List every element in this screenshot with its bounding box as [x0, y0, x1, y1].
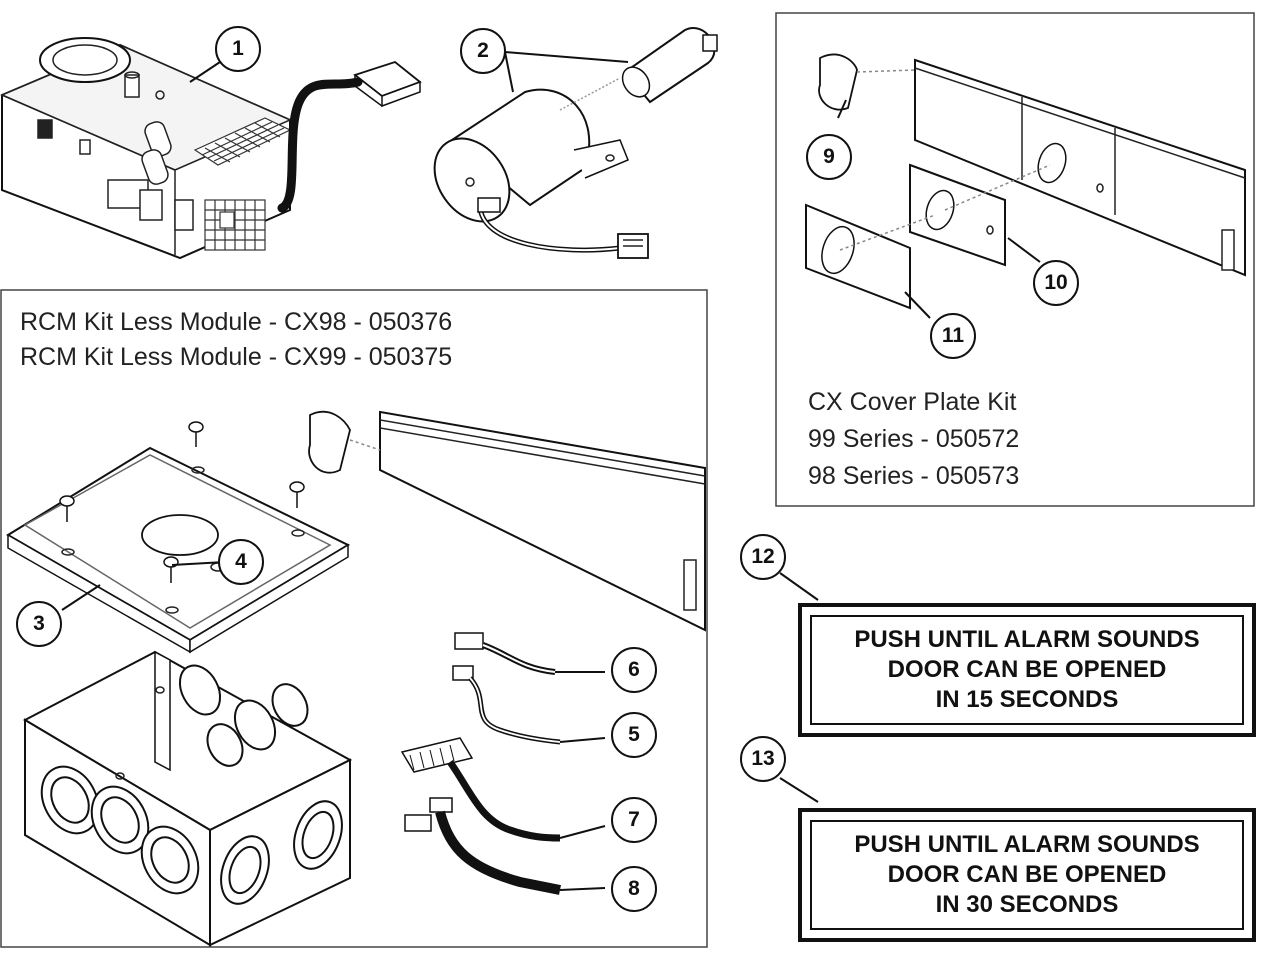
motor-part	[433, 27, 718, 259]
cover-strip-part	[308, 410, 706, 632]
callout-10: 10	[1033, 260, 1079, 306]
callout-12: 12	[740, 534, 786, 580]
cover-kit-line-1: 99 Series - 050572	[808, 425, 1020, 453]
callout-1: 1	[215, 26, 261, 72]
callout-8: 8	[611, 866, 657, 912]
alarm-label-30-line-2: DOOR CAN BE OPENED	[887, 861, 1167, 888]
cover-kit-title: CX Cover Plate Kit	[808, 388, 1017, 416]
label-leaders	[779, 572, 819, 803]
callout-6: 6	[611, 647, 657, 693]
wire-harness-parts	[400, 632, 606, 895]
rcm-kit-line-2: RCM Kit Less Module - CX99 - 050375	[20, 343, 453, 371]
alarm-label-15: PUSH UNTIL ALARM SOUNDS DOOR CAN BE OPEN…	[798, 603, 1256, 737]
callout-13: 13	[740, 736, 786, 782]
callout-5: 5	[611, 712, 657, 758]
alarm-label-15-line-3: IN 15 SECONDS	[935, 686, 1119, 713]
alarm-label-30: PUSH UNTIL ALARM SOUNDS DOOR CAN BE OPEN…	[798, 808, 1256, 942]
alarm-label-15-line-2: DOOR CAN BE OPENED	[887, 656, 1167, 683]
electrical-box-part	[22, 650, 353, 947]
callout-9: 9	[806, 134, 852, 180]
alarm-label-15-line-1: PUSH UNTIL ALARM SOUNDS	[854, 626, 1200, 653]
alarm-label-30-line-3: IN 30 SECONDS	[935, 891, 1119, 918]
cover-plate-kit-frame	[775, 12, 1255, 507]
callout-2: 2	[460, 28, 506, 74]
cover-kit-line-2: 98 Series - 050573	[808, 462, 1020, 490]
rcm-kit-line-1: RCM Kit Less Module - CX98 - 050376	[20, 308, 453, 336]
callout-4: 4	[218, 539, 264, 585]
alarm-label-15-inner: PUSH UNTIL ALARM SOUNDS DOOR CAN BE OPEN…	[810, 615, 1244, 725]
callout-11: 11	[930, 313, 976, 359]
mounting-plate-part	[6, 421, 351, 654]
alarm-label-30-inner: PUSH UNTIL ALARM SOUNDS DOOR CAN BE OPEN…	[810, 820, 1244, 930]
alarm-label-30-line-1: PUSH UNTIL ALARM SOUNDS	[854, 831, 1200, 858]
callout-3: 3	[16, 601, 62, 647]
cover-plate-kit-parts	[805, 53, 1246, 319]
callout-7: 7	[611, 797, 657, 843]
rcm-kit-frame	[0, 289, 708, 948]
module-board-part	[0, 37, 422, 260]
